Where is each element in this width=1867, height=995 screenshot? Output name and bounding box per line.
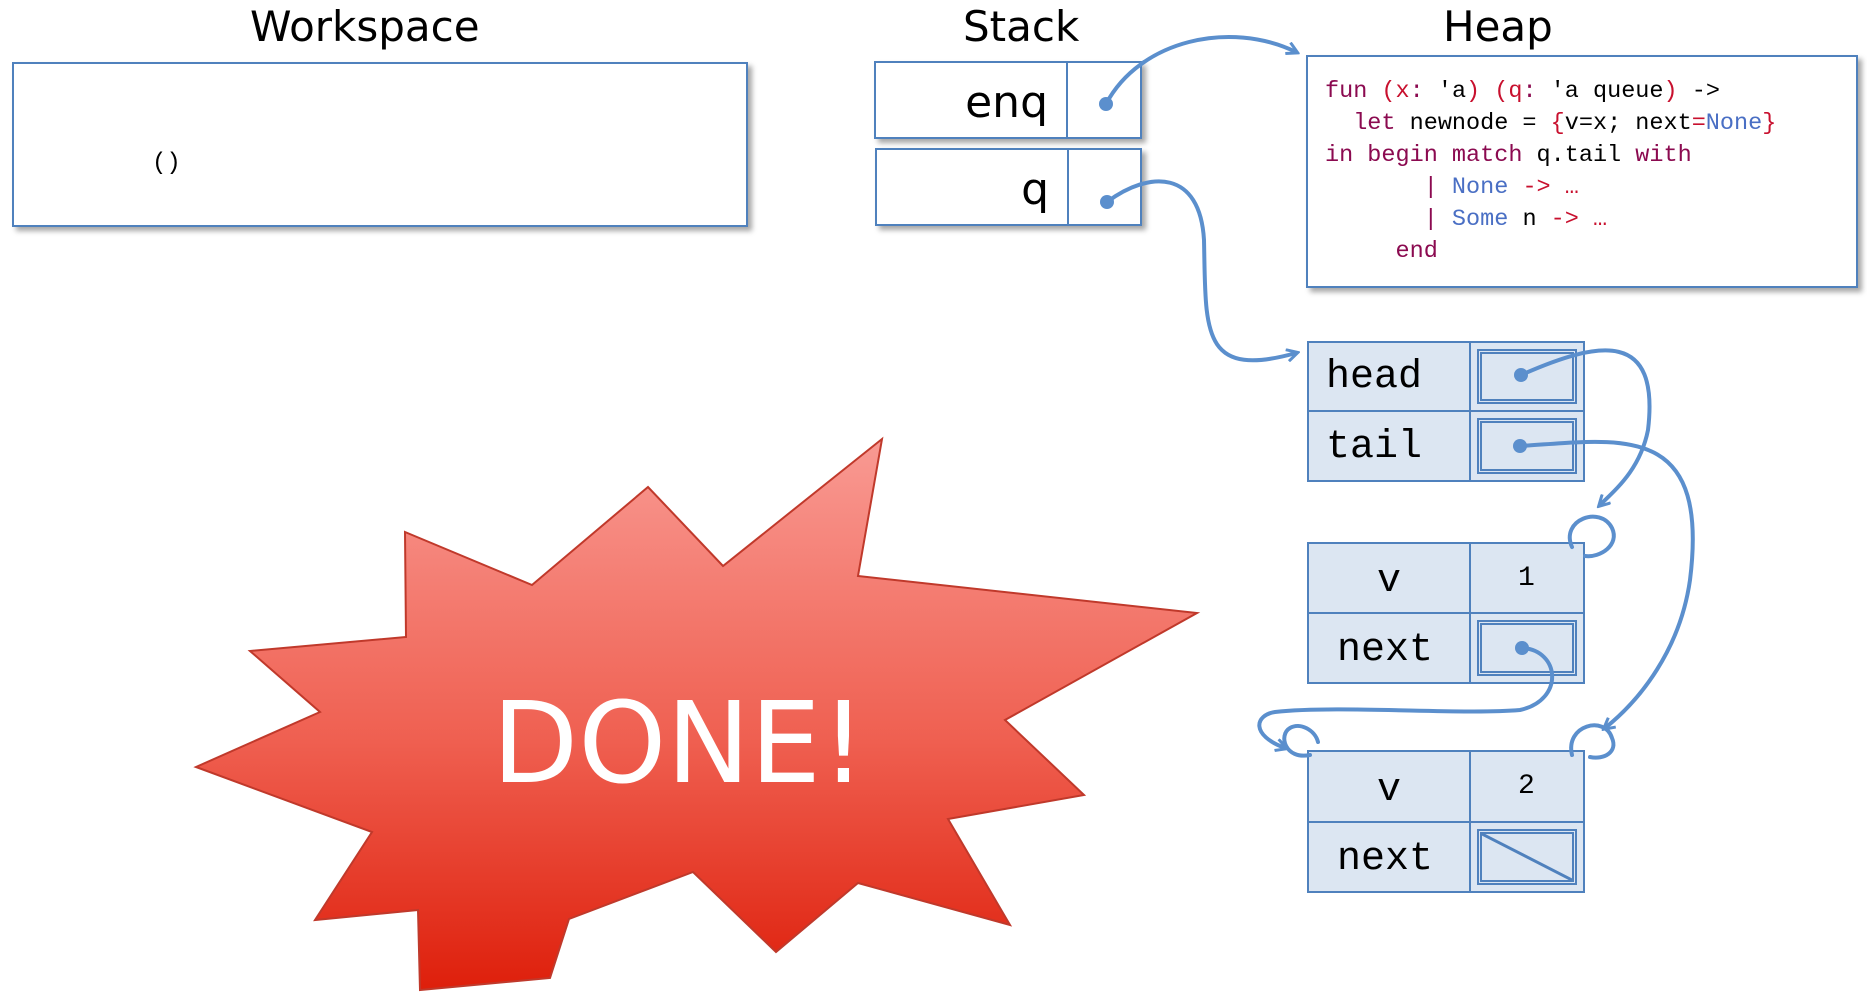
node2-next-slot xyxy=(1469,821,1585,893)
stack-entry-q: q xyxy=(875,148,1142,226)
queue-tail-label: tail xyxy=(1326,425,1423,470)
code-line-3: in begin match q.tail with xyxy=(1325,142,1692,169)
node2-next-label: next xyxy=(1337,837,1434,882)
node1-v-label-cell: v xyxy=(1307,542,1471,614)
node2-v-label-cell: v xyxy=(1307,750,1471,823)
stack-title: Stack xyxy=(963,2,1080,51)
stack-label-q: q xyxy=(1021,164,1049,215)
heap-function-code: fun (x: 'a) (q: 'a queue) -> let newnode… xyxy=(1325,76,1776,268)
node1-v-label: v xyxy=(1377,559,1402,604)
node2-v-label: v xyxy=(1377,768,1402,813)
node2-v-value: 2 xyxy=(1518,771,1535,802)
queue-tail-label-cell: tail xyxy=(1307,410,1471,482)
node2-next-label-cell: next xyxy=(1307,821,1471,893)
code-line-2: let newnode = {v=x; next=None} xyxy=(1325,110,1777,137)
node2-v-value-cell: 2 xyxy=(1469,750,1585,823)
done-text: DONE! xyxy=(492,679,866,809)
stack-label-enq: enq xyxy=(965,77,1048,128)
code-line-5: | Some n -> … xyxy=(1325,206,1608,233)
heap-title: Heap xyxy=(1443,2,1553,51)
code-line-1: fun (x: 'a) (q: 'a queue) -> xyxy=(1325,78,1720,105)
stack-entry-enq: enq xyxy=(874,61,1142,139)
node2-next-pointer-box xyxy=(1477,829,1577,885)
queue-head-label-cell: head xyxy=(1307,341,1471,412)
heap-function-box xyxy=(1306,55,1858,288)
workspace-title: Workspace xyxy=(250,2,480,51)
code-line-6: end xyxy=(1325,238,1438,265)
queue-head-label: head xyxy=(1326,355,1423,400)
node2-next-none-slash xyxy=(1482,834,1572,880)
done-burst-shape xyxy=(193,436,1201,992)
workspace-content: () xyxy=(152,150,181,177)
code-line-4: | None -> … xyxy=(1325,174,1579,201)
stack-divider-q xyxy=(1067,150,1069,224)
workspace-panel: () xyxy=(12,62,748,227)
stack-divider-enq xyxy=(1066,63,1068,137)
